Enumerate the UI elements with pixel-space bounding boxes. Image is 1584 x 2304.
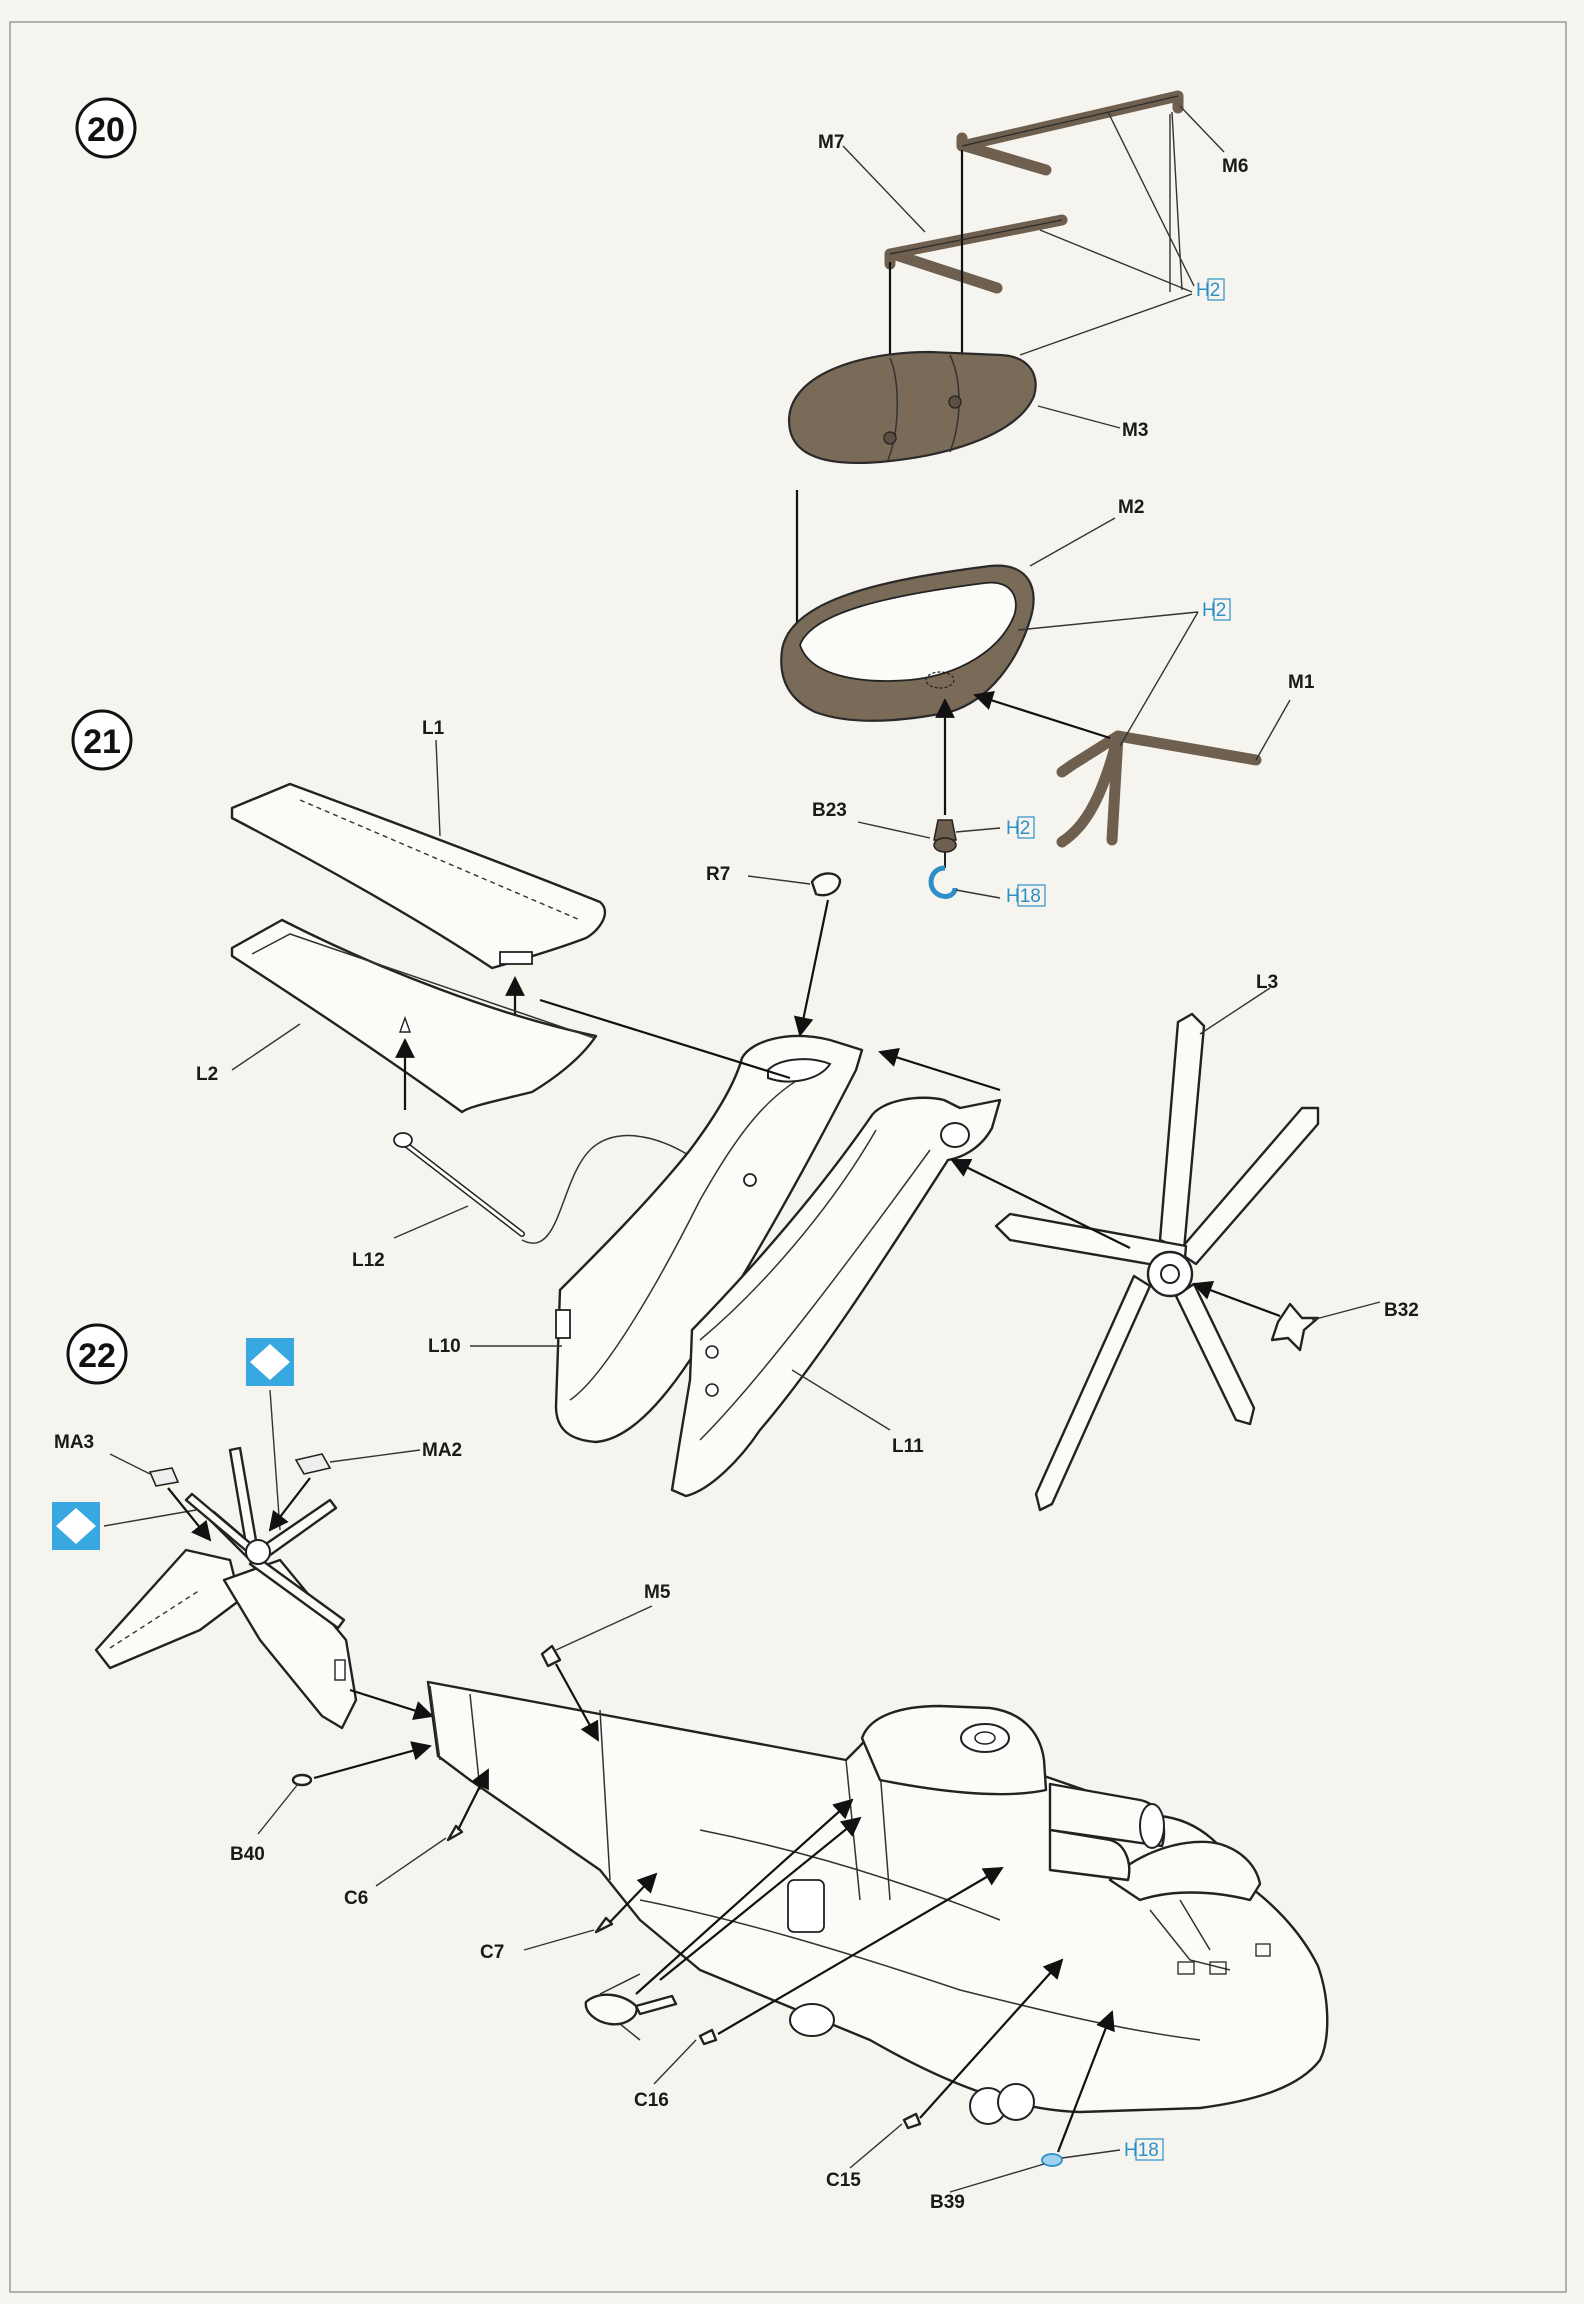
part-c7 [594,1916,614,1934]
assembly-arrow [635,1798,854,1995]
part-l10-boom-half [554,1034,864,1444]
label-l11: L11 [892,1436,924,1457]
part-m6-frame [956,90,1184,176]
assembly-arrow [167,1487,212,1542]
label-l10: L10 [428,1336,461,1357]
assembly-arrow [313,1741,432,1780]
part-b40 [291,1773,313,1787]
assembly-arrow [659,1816,862,1981]
label-m7: M7 [818,132,844,153]
label-l12: L12 [352,1250,385,1271]
label-b40: B40 [230,1844,265,1865]
assembly-arrow [609,1872,658,1923]
assembly-arrow [950,1159,1131,1249]
ref-h18-text: H18 [1006,886,1041,907]
step-badge-20: 20 [75,97,137,159]
label-m5: M5 [644,1582,671,1603]
assembly-arrow [878,1047,1001,1092]
page-border [9,21,1567,2293]
tail-subassembly [94,1446,358,1730]
part-c15 [902,2112,922,2130]
part-m7-frame [884,214,1068,294]
label-l3: L3 [1256,972,1278,993]
step-21-assembly: L1 L2 L3 L10 L11 L12 R7 B32 [196,718,1419,1512]
assembly-arrow [457,1768,489,1831]
part-l3-tail-rotor [994,1012,1320,1512]
part-l11-boom-half [670,1096,1002,1498]
part-l12-rod [393,1132,525,1237]
step-number: 21 [83,723,121,761]
fuselage [426,1680,1329,2125]
ref-h2: H2 [1006,816,1035,839]
paint-marker-diamond [246,1338,294,1386]
assembly-arrow [555,1663,599,1742]
assembly-arrow [1056,2010,1115,2153]
label-l1: L1 [422,718,445,739]
label-r7: R7 [706,864,730,885]
step-badge-21: 21 [71,709,133,771]
part-b23-hook [928,819,958,899]
ref-h18: H18 [1124,2138,1164,2161]
assembly-arrow [1192,1280,1281,1318]
part-m5 [540,1644,562,1668]
label-b39: B39 [930,2192,965,2213]
label-m3: M3 [1122,420,1148,441]
ref-h2: H2 [1202,598,1231,621]
label-m2: M2 [1118,497,1144,518]
label-l2: L2 [196,1064,218,1085]
label-c6: C6 [344,1888,368,1909]
label-b23: B23 [812,800,847,821]
part-r7 [810,872,842,897]
part-ma2 [294,1453,332,1475]
label-m1: M1 [1288,672,1315,693]
part-ma3 [148,1467,180,1487]
assembly-arrow [539,998,791,1080]
label-b32: B32 [1384,1300,1419,1321]
paint-marker-diamond [52,1502,100,1550]
label-c15: C15 [826,2170,861,2191]
part-b32 [1270,1302,1320,1352]
label-ma2: MA2 [422,1440,462,1461]
ref-h18: H18 [1006,884,1046,907]
assembly-arrow [973,690,1111,740]
assembly-arrow [349,1688,434,1721]
label-c7: C7 [480,1942,504,1963]
ref-h2: H2 [1196,278,1225,301]
part-b39 [1041,2153,1063,2167]
assembly-arrow [717,1867,1004,2035]
assembly-arrow [793,899,830,1037]
part-c16 [698,2028,718,2046]
label-ma3: MA3 [54,1432,94,1453]
assembly-arrow [268,1477,311,1532]
probe-subassembly [584,1973,678,2041]
step-number: 20 [87,111,125,149]
label-m6: M6 [1222,156,1248,177]
step-22-assembly: MA3 MA2 M5 B40 C6 C7 C16 C15 B39 H18 [52,1338,1329,2213]
step-number: 22 [78,1337,116,1375]
step-badge-22: 22 [66,1323,128,1385]
part-m2-basket [780,564,1035,722]
step-20-assembly: M7 M6 H2 M3 M2 H2 M1 B23 H2 H18 [780,90,1315,907]
part-l2-stabilizer [230,918,598,1114]
ref-h18-text: H18 [1124,2140,1159,2161]
assembly-arrow [919,1958,1064,2119]
part-m1-frame [1056,730,1262,848]
part-l1-stabilizer [230,782,607,970]
label-c16: C16 [634,2090,669,2111]
part-m3-cover [787,350,1037,465]
